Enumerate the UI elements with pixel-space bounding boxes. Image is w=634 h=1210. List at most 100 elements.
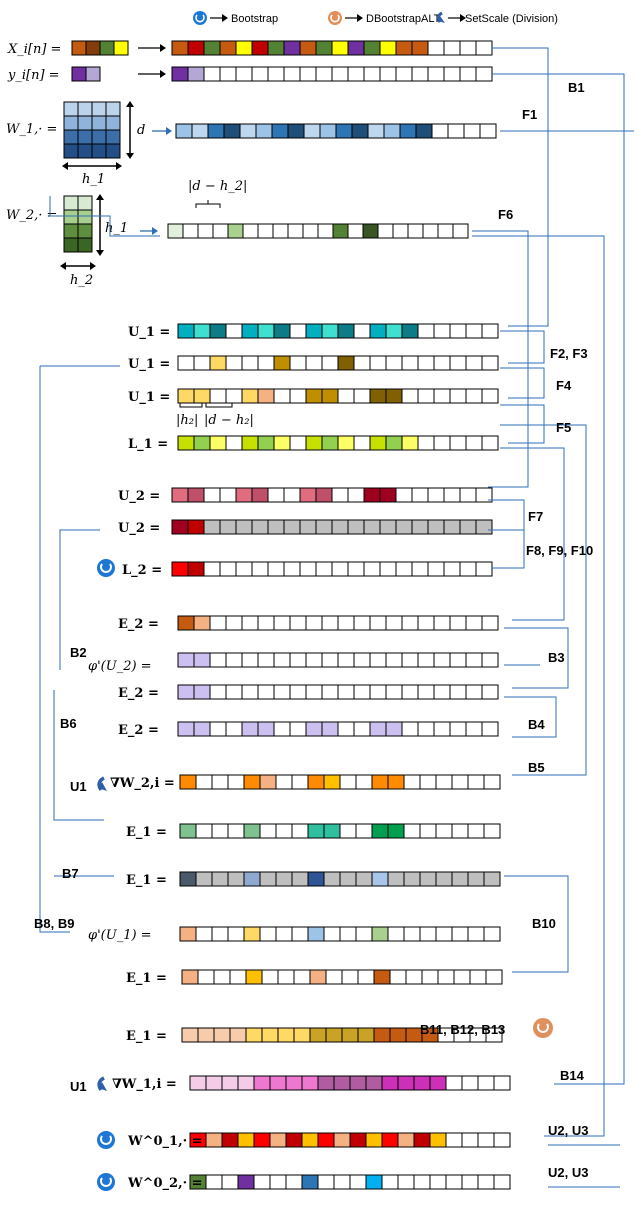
- vector-cell: [419, 871, 437, 887]
- vector-cell: [171, 40, 189, 56]
- vector-cell: [337, 684, 355, 700]
- vector-cell: [481, 323, 499, 339]
- vector-cell: [369, 323, 387, 339]
- vector-cell: [269, 1174, 287, 1190]
- vector-cell: [387, 871, 405, 887]
- vector-cell: [429, 1174, 447, 1190]
- vector-cell: [477, 1132, 495, 1148]
- matrix-cell: [63, 129, 79, 145]
- vector-cell: [427, 487, 445, 503]
- vector-cell: [243, 774, 261, 790]
- vector-cell: [451, 871, 469, 887]
- vector-cell: [422, 223, 439, 239]
- vector-cell: [395, 487, 413, 503]
- vector-cell: [305, 721, 323, 737]
- vector-cell: [187, 40, 205, 56]
- vector-cell: [337, 355, 355, 371]
- vector-cell: [315, 561, 333, 577]
- vector-cell: [257, 721, 275, 737]
- vector-cell: [291, 871, 309, 887]
- vector-cell: [397, 1132, 415, 1148]
- vector-cell: [207, 123, 225, 139]
- vector-cell: [273, 684, 291, 700]
- vector-cell: [193, 652, 211, 668]
- vector-cell: [243, 926, 261, 942]
- vector-cell: [191, 123, 209, 139]
- vector-cell: [357, 1027, 375, 1043]
- vector-cell: [467, 871, 485, 887]
- vector-cell: [299, 561, 317, 577]
- vector-cell: [211, 823, 229, 839]
- vector-cell: [273, 652, 291, 668]
- vector-cell: [381, 1174, 399, 1190]
- vector-cell: [483, 823, 501, 839]
- vector-cell: [427, 519, 445, 535]
- vector-cell: [273, 435, 291, 451]
- h2-bracket-label: |h₂|: [176, 413, 198, 428]
- vector-cell: [449, 684, 467, 700]
- vector-cell: [309, 1027, 327, 1043]
- tag-u2-u3-a: U2, U3: [548, 1123, 588, 1138]
- vector-cell: [321, 684, 339, 700]
- vector-cell: [443, 561, 461, 577]
- tag-b4: B4: [528, 717, 545, 732]
- vector-cell: [475, 519, 493, 535]
- vector-cell: [177, 684, 195, 700]
- vector-cell: [253, 1132, 271, 1148]
- vector-cell: [291, 926, 309, 942]
- vector-cell: [171, 66, 189, 82]
- vector-cell: [475, 66, 493, 82]
- vector-cell: [417, 355, 435, 371]
- vector-cell: [483, 926, 501, 942]
- tag-f2-f3: F2, F3: [550, 346, 588, 361]
- x-vector: [171, 40, 493, 56]
- vector-cell: [433, 721, 451, 737]
- vector-cell: [177, 721, 195, 737]
- matrix-cell: [63, 143, 79, 159]
- vector-cell: [275, 823, 293, 839]
- vector-cell: [465, 355, 483, 371]
- vector-cell: [257, 355, 275, 371]
- vector-cell: [203, 40, 221, 56]
- row-label-u1-b: U_1 =: [128, 357, 170, 372]
- vector-cell: [331, 519, 349, 535]
- vector-cell: [302, 223, 319, 239]
- row-label-grad-w2: ∇W_2,i =: [110, 776, 175, 791]
- vector-cell: [211, 926, 229, 942]
- vector-cell: [321, 615, 339, 631]
- tag-u1-b: U1: [70, 1079, 87, 1094]
- row-label-u2-b: U_2 =: [118, 521, 160, 536]
- vector-cell: [395, 519, 413, 535]
- vector-cell: [203, 561, 221, 577]
- vector-cell: [449, 615, 467, 631]
- vector-cell: [193, 615, 211, 631]
- matrix-cell: [63, 237, 79, 253]
- vector-cell: [273, 355, 291, 371]
- vector-cell: [337, 721, 355, 737]
- vector-cell: [305, 388, 323, 404]
- vector-cell: [433, 684, 451, 700]
- vector-cell: [203, 66, 221, 82]
- vector-cell: [363, 561, 381, 577]
- vector-cell: [305, 323, 323, 339]
- vector-cell: [435, 926, 453, 942]
- vector-cell: [257, 652, 275, 668]
- vector-cell: [459, 487, 477, 503]
- row-label-e1-d: E_1 =: [126, 1029, 167, 1044]
- grad-w1-vector: [189, 1075, 511, 1091]
- vector-cell: [339, 823, 357, 839]
- vector-cell: [411, 40, 429, 56]
- vector-cell: [379, 519, 397, 535]
- vector-cell: [177, 615, 195, 631]
- matrix-cell: [91, 129, 107, 145]
- vector-cell: [401, 721, 419, 737]
- vector-cell: [285, 1174, 303, 1190]
- vector-cell: [275, 926, 293, 942]
- vector-cell: [257, 223, 274, 239]
- vector-cell: [417, 388, 435, 404]
- vector-cell: [209, 684, 227, 700]
- row-label-u1-c: U_1 =: [128, 390, 170, 405]
- vector-cell: [401, 652, 419, 668]
- matrix-cell: [91, 115, 107, 131]
